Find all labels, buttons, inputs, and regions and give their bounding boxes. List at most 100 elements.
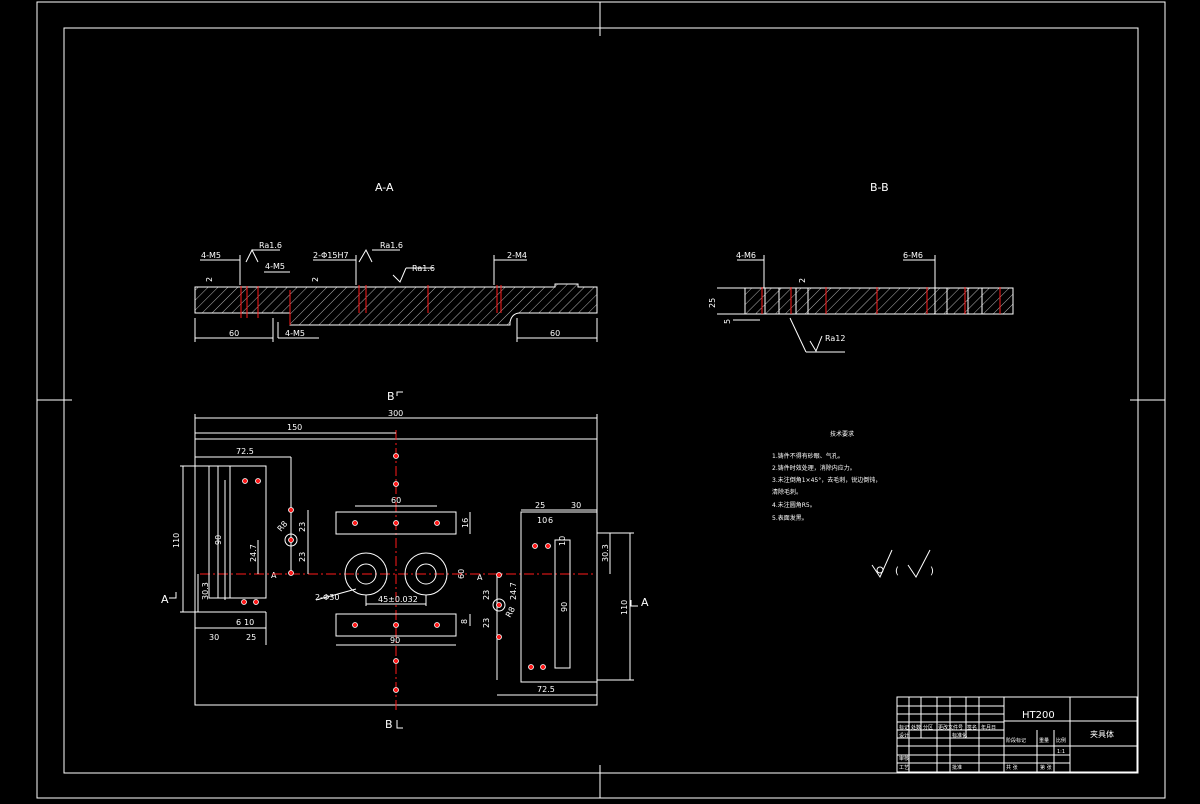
dim-right-24-7: 24.7	[509, 582, 518, 600]
dim-bb-5: 5	[723, 319, 732, 324]
cut-mark-b-bottom: B	[385, 718, 393, 731]
dim-center-90: 90	[390, 636, 400, 645]
left-block	[208, 465, 267, 599]
dim-center-8: 8	[460, 619, 469, 624]
tb-cell-approve: 批准	[952, 764, 962, 771]
material-label: HT200	[1022, 710, 1055, 721]
dim-right-110: 110	[620, 600, 629, 615]
tech-req-heading: 技术要求	[830, 430, 854, 438]
tb-cell-change-doc: 更改文件号	[938, 724, 963, 731]
tb-cell-design: 设计	[899, 732, 909, 739]
section-bb-body	[744, 287, 1014, 315]
sheet-outer-border	[36, 1, 1166, 799]
roughness-aa-3: Ra1.6	[412, 264, 435, 273]
dim-aa-depth-2b: 2	[311, 277, 320, 282]
dim-left-23-a: 23	[298, 522, 307, 532]
section-aa-view: A-A 60 60 2 2	[194, 181, 598, 342]
svg-text:): )	[930, 566, 934, 577]
tb-cell-weight: 重量	[1039, 737, 1049, 744]
dim-right-23-a: 23	[482, 590, 491, 600]
tb-cell-standardization: 标准化	[952, 732, 967, 739]
tb-cell-marking: 标记	[899, 724, 909, 731]
dim-right-72-5: 72.5	[537, 685, 555, 694]
dim-center-60-vertical: 60	[457, 569, 466, 579]
dim-bore-pitch: 45±0.032	[378, 595, 418, 604]
tech-req-item-2: 2.铸件时效处理，消除内应力。	[772, 464, 856, 472]
center-lower-slot	[335, 613, 457, 637]
callout-aa-4m5-top: 4-M5	[201, 251, 221, 260]
callout-aa-4m5-bottom: 4-M5	[285, 329, 305, 338]
svg-text:(: (	[895, 566, 899, 577]
dim-right-30: 30	[571, 501, 581, 510]
technical-requirements: 技术要求 1.铸件不得有砂眼、气孔。 2.铸件时效处理，消除内应力。 3.未注倒…	[772, 430, 881, 522]
dim-left-30: 30	[209, 633, 219, 642]
tb-cell-scale-value: 1:1	[1057, 749, 1065, 755]
dim-right-30-3: 30.3	[601, 544, 610, 562]
tb-cell-scale: 比例	[1056, 737, 1066, 744]
part-name-label: 夹具体	[1090, 729, 1114, 739]
tech-req-item-5: 5.表面发黑。	[772, 514, 808, 522]
callout-aa-2-phi15: 2-Φ15H7	[313, 251, 349, 260]
tech-req-item-3: 3.未注倒角1×45°，去毛刺，锐边倒钝，	[772, 476, 881, 484]
section-bb-title: B-B	[870, 181, 889, 194]
dim-bb-thickness-25: 25	[708, 298, 717, 308]
section-aa-title: A-A	[375, 181, 394, 194]
cut-mark-a-inner-left: A	[271, 571, 277, 580]
center-upper-slot	[335, 511, 457, 535]
dim-left-r8: R8	[276, 519, 290, 533]
tb-cell-signature: 签名	[967, 724, 977, 731]
drawing-frame	[63, 27, 1139, 774]
callout-bb-4m6: 4-M6	[736, 251, 756, 260]
dim-left-90: 90	[214, 535, 223, 545]
dim-right-10: 10	[537, 516, 547, 525]
dim-right-90: 90	[560, 602, 569, 612]
tech-req-item-1: 1.铸件不得有砂眼、气孔。	[772, 452, 844, 460]
tb-cell-sheets-total: 共 张	[1006, 764, 1018, 771]
dim-left-6: 6	[236, 618, 241, 627]
tb-cell-review: 审核	[899, 755, 909, 762]
cut-mark-a-inner-right: A	[477, 573, 483, 582]
general-roughness-symbol: ( )	[871, 549, 934, 579]
tb-cell-zone: 分区	[923, 724, 933, 731]
dim-right-10b: 10	[558, 536, 567, 546]
dim-300: 300	[388, 409, 403, 418]
dim-left-30-3: 30.3	[201, 582, 210, 600]
dim-center-60: 60	[391, 496, 401, 505]
tb-cell-date: 年月日	[981, 724, 996, 731]
dim-right-6: 6	[548, 516, 553, 525]
roughness-bb: Ra12	[825, 334, 845, 343]
dim-left-110: 110	[172, 533, 181, 548]
section-bb-view: B-B 4-M6 6-M6 Ra12 2 25 5	[708, 181, 1014, 353]
tech-req-item-3b: 清除毛刺。	[772, 488, 802, 496]
dim-left-72-5: 72.5	[236, 447, 254, 456]
cut-mark-a-left: A	[161, 593, 169, 606]
tb-cell-process: 工艺	[899, 765, 909, 771]
tech-req-item-4: 4.未注圆角R5。	[772, 501, 816, 509]
tb-cell-sheet-number: 第 张	[1040, 764, 1052, 771]
dim-aa-left-60: 60	[229, 329, 239, 338]
dim-left-25: 25	[246, 633, 256, 642]
dim-left-24-7: 24.7	[249, 544, 258, 562]
callout-aa-4m5-mid: 4-M5	[265, 262, 285, 271]
roughness-aa-2: Ra1.6	[380, 241, 403, 250]
dim-bb-depth-2: 2	[798, 278, 807, 283]
cut-mark-b-top: B	[387, 390, 395, 403]
title-block: HT200 夹具体 标记 处数 分区 更改文件号 签名 年月日 设计 标准化 阶…	[896, 696, 1138, 773]
dim-right-r8: R8	[504, 605, 517, 619]
dim-right-25: 25	[535, 501, 545, 510]
callout-2-phi30: 2-Φ30	[315, 593, 339, 602]
roughness-aa-1: Ra1.6	[259, 241, 282, 250]
section-aa-body	[194, 283, 598, 326]
plan-view: B B A A A A 300 150 72.5 110 90 30.3	[161, 390, 649, 731]
dim-left-10: 10	[244, 618, 254, 627]
tb-cell-count: 处数	[911, 724, 921, 731]
cut-mark-a-right: A	[641, 596, 649, 609]
dim-left-23-b: 23	[298, 552, 307, 562]
dim-aa-depth-2a: 2	[205, 277, 214, 282]
callout-aa-2m4: 2-M4	[507, 251, 527, 260]
callout-bb-6m6: 6-M6	[903, 251, 923, 260]
tb-cell-stage: 阶段标记	[1006, 737, 1026, 744]
dim-center-16: 16	[461, 518, 470, 528]
